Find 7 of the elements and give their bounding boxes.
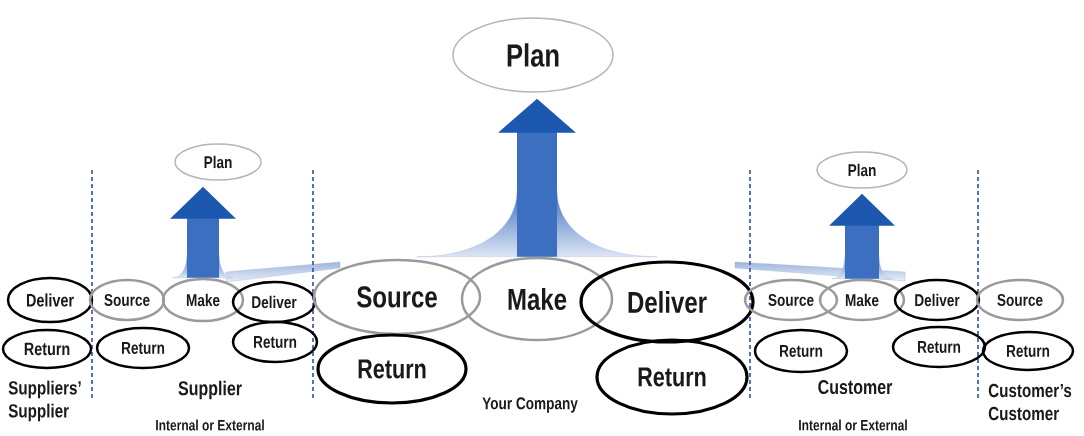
tier-label: Customer’s Customer	[988, 383, 1072, 421]
tier-label: Supplier	[178, 380, 242, 400]
tier-note: Internal or External	[799, 419, 907, 431]
tier-label: Customer	[818, 379, 893, 395]
tier-label: Your Company	[482, 397, 578, 413]
tier-note: Internal or External	[156, 419, 264, 431]
tier-label: Suppliers’ Supplier	[8, 380, 81, 422]
